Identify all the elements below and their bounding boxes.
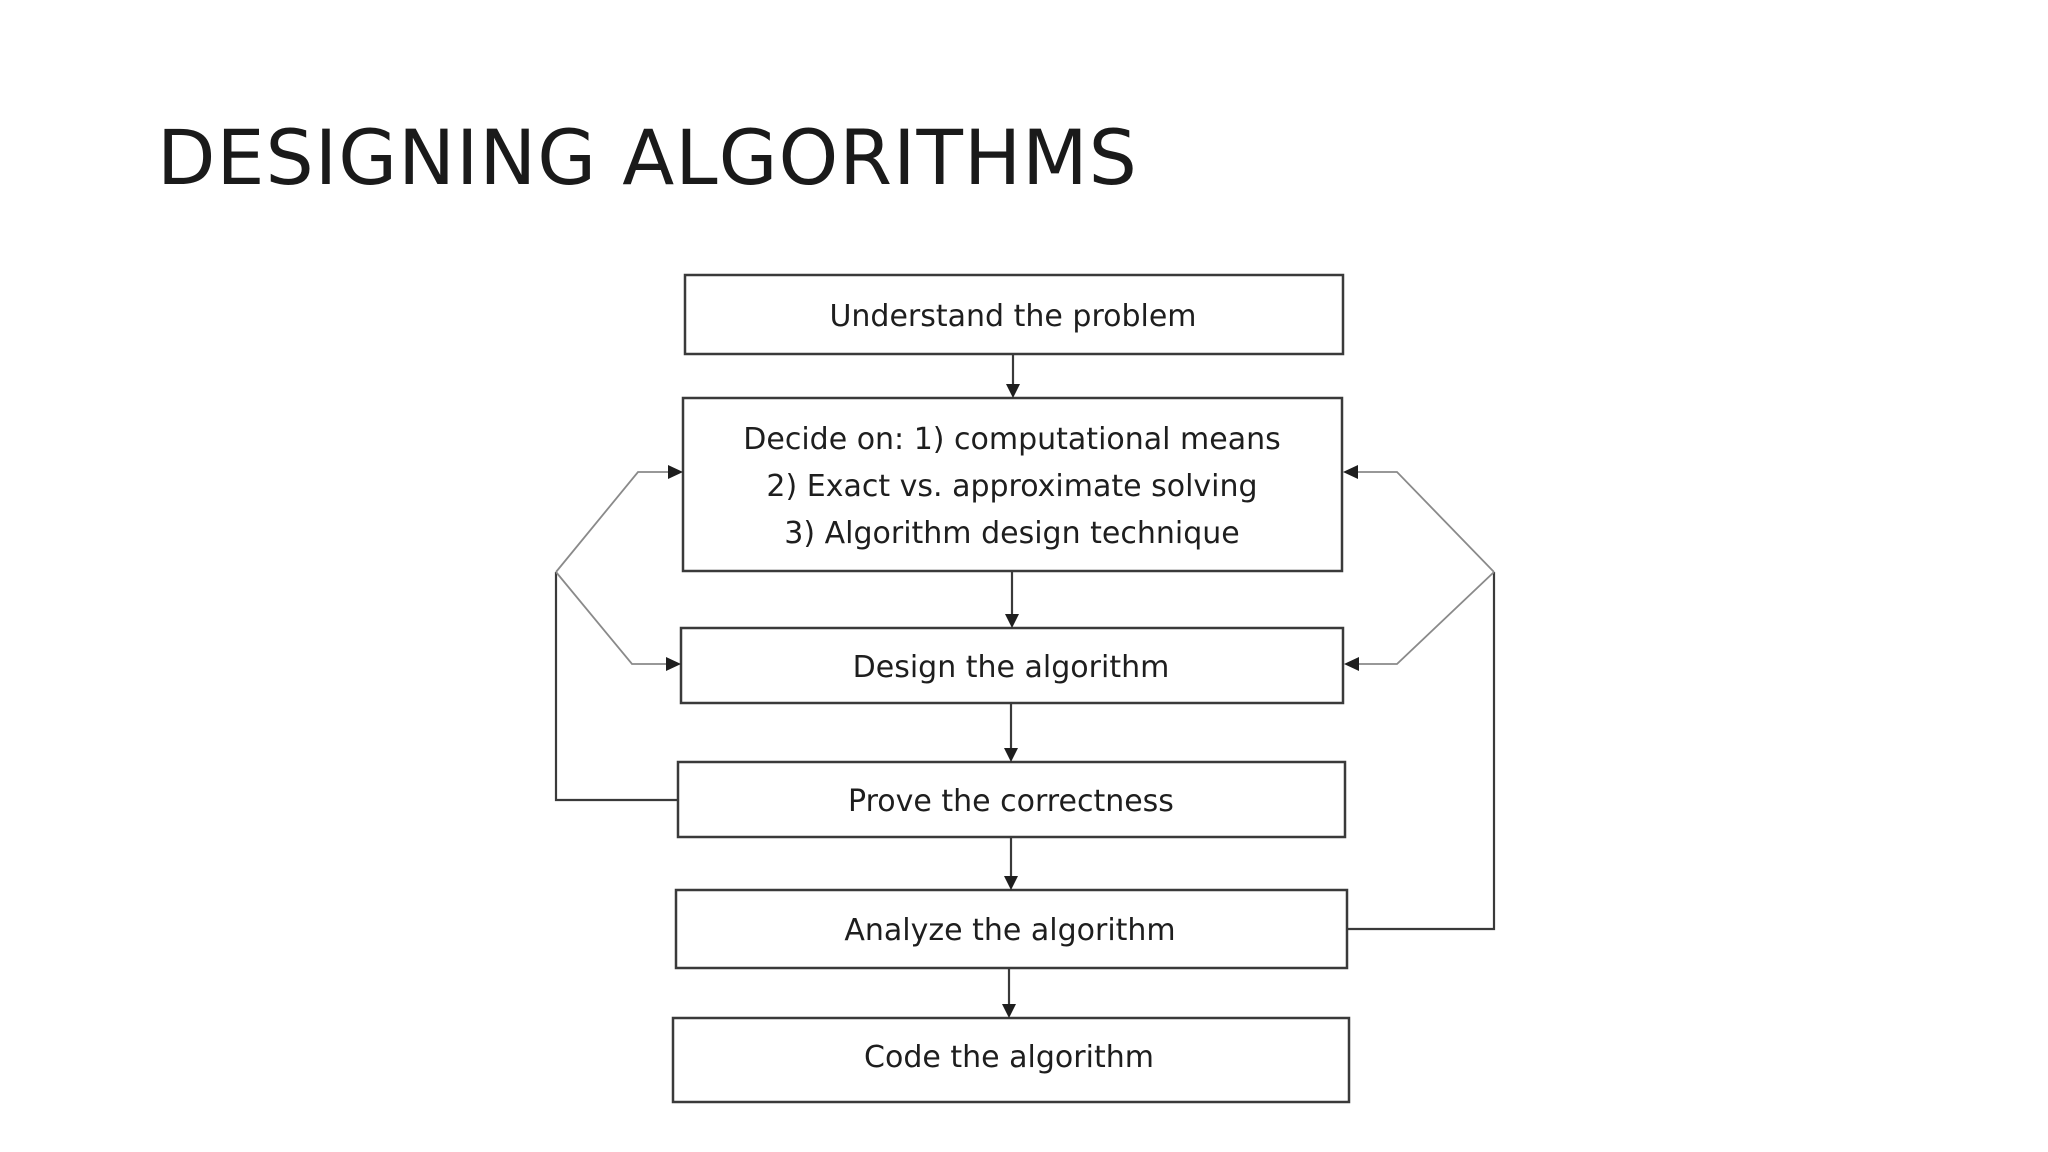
arrowhead-down-icon — [1006, 384, 1020, 398]
down-connector-2 — [1005, 572, 1019, 628]
arrowhead-down-icon — [1004, 748, 1018, 762]
step-prove-label: Prove the correctness — [848, 784, 1174, 819]
arrowhead-down-icon — [1005, 614, 1019, 628]
arrowhead-down-icon — [1002, 1004, 1016, 1018]
step-code-box — [671, 1016, 1351, 1104]
step-prove: Prove the correctness — [676, 760, 1347, 839]
step-understand-box — [683, 273, 1345, 356]
down-connector-3 — [1004, 704, 1018, 762]
arrowhead-right-icon — [668, 465, 683, 479]
right-feedback-loop — [1343, 465, 1496, 931]
step-decide-line-2: 2) Exact vs. approximate solving — [766, 469, 1257, 504]
down-connector-4 — [1004, 838, 1018, 890]
step-understand-label: Understand the problem — [829, 299, 1196, 334]
step-analyze-box — [674, 888, 1349, 970]
step-design-label: Design the algorithm — [853, 650, 1170, 685]
arrowhead-left-icon — [1343, 465, 1358, 479]
arrowhead-down-icon — [1004, 876, 1018, 890]
step-code-label: Code the algorithm — [864, 1040, 1154, 1075]
step-code: Code the algorithm — [671, 1016, 1351, 1104]
step-decide-line-1: Decide on: 1) computational means — [743, 422, 1280, 457]
arrowhead-left-icon — [1344, 657, 1359, 671]
step-understand: Understand the problem — [683, 273, 1345, 356]
left-feedback-loop — [554, 465, 683, 802]
step-analyze: Analyze the algorithm — [674, 888, 1349, 970]
down-connector-1 — [1006, 355, 1020, 398]
step-decide-line-3: 3) Algorithm design technique — [784, 516, 1239, 551]
step-design-box — [679, 626, 1345, 705]
step-decide: Decide on: 1) computational means 2) Exa… — [681, 396, 1344, 573]
down-connector-5 — [1002, 969, 1016, 1018]
slide-title: DESIGNING ALGORITHMS — [157, 113, 1138, 202]
arrowhead-right-icon — [666, 657, 681, 671]
step-analyze-label: Analyze the algorithm — [844, 913, 1175, 948]
step-decide-box — [681, 396, 1344, 573]
step-design: Design the algorithm — [679, 626, 1345, 705]
step-prove-box — [676, 760, 1347, 839]
